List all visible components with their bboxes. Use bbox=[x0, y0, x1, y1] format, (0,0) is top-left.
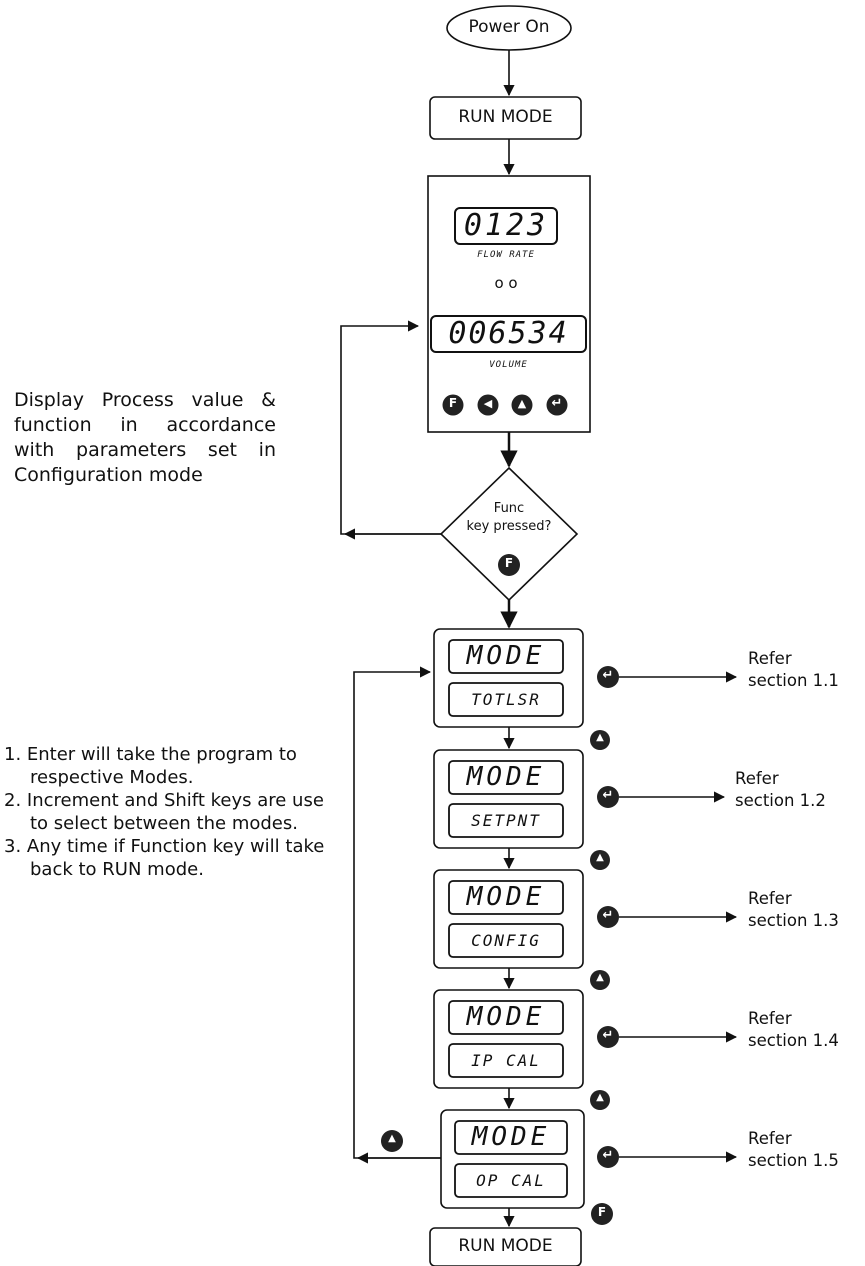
run-mode-bottom-node bbox=[429, 1227, 582, 1266]
increment-key-glyph-3: ▲ bbox=[596, 972, 604, 983]
enter-key-glyph-2: ↵ bbox=[602, 788, 614, 803]
increment-key-icon-4 bbox=[590, 1090, 610, 1110]
refer-2-label: Refer bbox=[735, 769, 779, 788]
refer-1-label: Refer bbox=[748, 649, 792, 668]
enter-key-glyph-1: ↵ bbox=[602, 668, 614, 683]
mode-3-top: MODE bbox=[466, 882, 546, 912]
refer-1-section: section 1.1 bbox=[748, 671, 839, 690]
refer-arrow-4 bbox=[597, 1026, 738, 1048]
meter-display1-label: FLOW RATE bbox=[477, 250, 535, 260]
note-item: 1. Enter will take the program to respec… bbox=[4, 744, 297, 788]
increment-key-icon-2 bbox=[590, 850, 610, 870]
function-key-icon[interactable] bbox=[442, 394, 464, 416]
mode-box-5 bbox=[440, 1109, 585, 1209]
loop-increment-key-glyph: ▲ bbox=[388, 1133, 396, 1144]
meter-leds: o o bbox=[494, 274, 518, 292]
mode-box-3 bbox=[433, 869, 584, 969]
meter-key-shift-glyph: ◀ bbox=[483, 397, 493, 410]
run-mode-top-node bbox=[429, 96, 582, 140]
meter-key-f-glyph: F bbox=[448, 396, 458, 410]
refer-arrow-5 bbox=[597, 1146, 738, 1168]
meter-display2-label: VOLUME bbox=[489, 360, 528, 370]
process-note: Display Process value & function in acco… bbox=[14, 389, 276, 486]
mode-4-bottom: IP CAL bbox=[471, 1051, 541, 1070]
refer-5-section: section 1.5 bbox=[748, 1151, 839, 1170]
mode-3-bottom: CONFIG bbox=[471, 931, 541, 950]
display2-frame bbox=[430, 315, 587, 353]
mode-1-bottom: TOTLSR bbox=[471, 690, 541, 709]
increment-key-icon[interactable] bbox=[511, 394, 533, 416]
loop-back-no-key bbox=[340, 320, 441, 535]
mode-5-top: MODE bbox=[471, 1122, 551, 1152]
note-item: 2. Increment and Shift keys are use to s… bbox=[4, 790, 324, 834]
meter-key-enter-glyph: ↵ bbox=[551, 396, 563, 411]
power-on-label: Power On bbox=[468, 17, 550, 37]
run-mode-top-label: RUN MODE bbox=[458, 107, 553, 127]
increment-key-glyph-2: ▲ bbox=[596, 852, 604, 863]
refer-2-section: section 1.2 bbox=[735, 791, 826, 810]
mode-1-top: MODE bbox=[466, 641, 546, 671]
mode-5-bottom: OP CAL bbox=[476, 1171, 546, 1190]
mode-box-4 bbox=[433, 989, 584, 1089]
notes-list: 1. Enter will take the program to respec… bbox=[4, 743, 344, 881]
refer-arrow-3 bbox=[597, 906, 738, 928]
increment-key-glyph-4: ▲ bbox=[596, 1092, 604, 1103]
increment-key-glyph-1: ▲ bbox=[596, 732, 604, 743]
refer-3-section: section 1.3 bbox=[748, 911, 839, 930]
refer-arrow-1 bbox=[597, 666, 738, 688]
refer-4-label: Refer bbox=[748, 1009, 792, 1028]
loop-back-to-first-mode bbox=[353, 666, 441, 1159]
refer-5-label: Refer bbox=[748, 1129, 792, 1148]
shift-key-icon[interactable] bbox=[477, 394, 499, 416]
meter-display1-value: 0123 bbox=[463, 208, 549, 243]
meter-display2-value: 006534 bbox=[448, 316, 569, 351]
enter-key-icon[interactable] bbox=[546, 394, 568, 416]
decision-line1: Func bbox=[493, 501, 525, 516]
refer-3-label: Refer bbox=[748, 889, 792, 908]
decision-diamond bbox=[439, 466, 579, 602]
refer-4-section: section 1.4 bbox=[748, 1031, 839, 1050]
mode-2-top: MODE bbox=[466, 762, 546, 792]
decision-key-glyph: F bbox=[504, 556, 514, 570]
enter-key-glyph-4: ↵ bbox=[602, 1028, 614, 1043]
increment-key-icon-3 bbox=[590, 970, 610, 990]
increment-key-icon-1 bbox=[590, 730, 610, 750]
mode-4-top: MODE bbox=[466, 1002, 546, 1032]
note-item: 3. Any time if Function key will take ba… bbox=[4, 836, 325, 880]
mode-box-1 bbox=[433, 628, 584, 728]
meter-keys bbox=[442, 394, 568, 416]
enter-key-glyph-5: ↵ bbox=[602, 1148, 614, 1163]
display1-frame bbox=[454, 207, 558, 245]
function-key-glyph-exit: F bbox=[597, 1205, 607, 1219]
function-key-icon-exit bbox=[591, 1203, 613, 1225]
decision-function-key-icon bbox=[498, 554, 520, 576]
refer-arrow-2 bbox=[597, 786, 726, 808]
mode-2-bottom: SETPNT bbox=[471, 811, 541, 830]
enter-key-glyph-3: ↵ bbox=[602, 908, 614, 923]
run-mode-bottom-label: RUN MODE bbox=[458, 1236, 553, 1256]
decision-line2: key pressed? bbox=[466, 519, 552, 534]
loop-increment-key-icon bbox=[381, 1130, 403, 1152]
mode-box-2 bbox=[433, 749, 584, 849]
meter-key-inc-glyph: ▲ bbox=[517, 397, 527, 410]
